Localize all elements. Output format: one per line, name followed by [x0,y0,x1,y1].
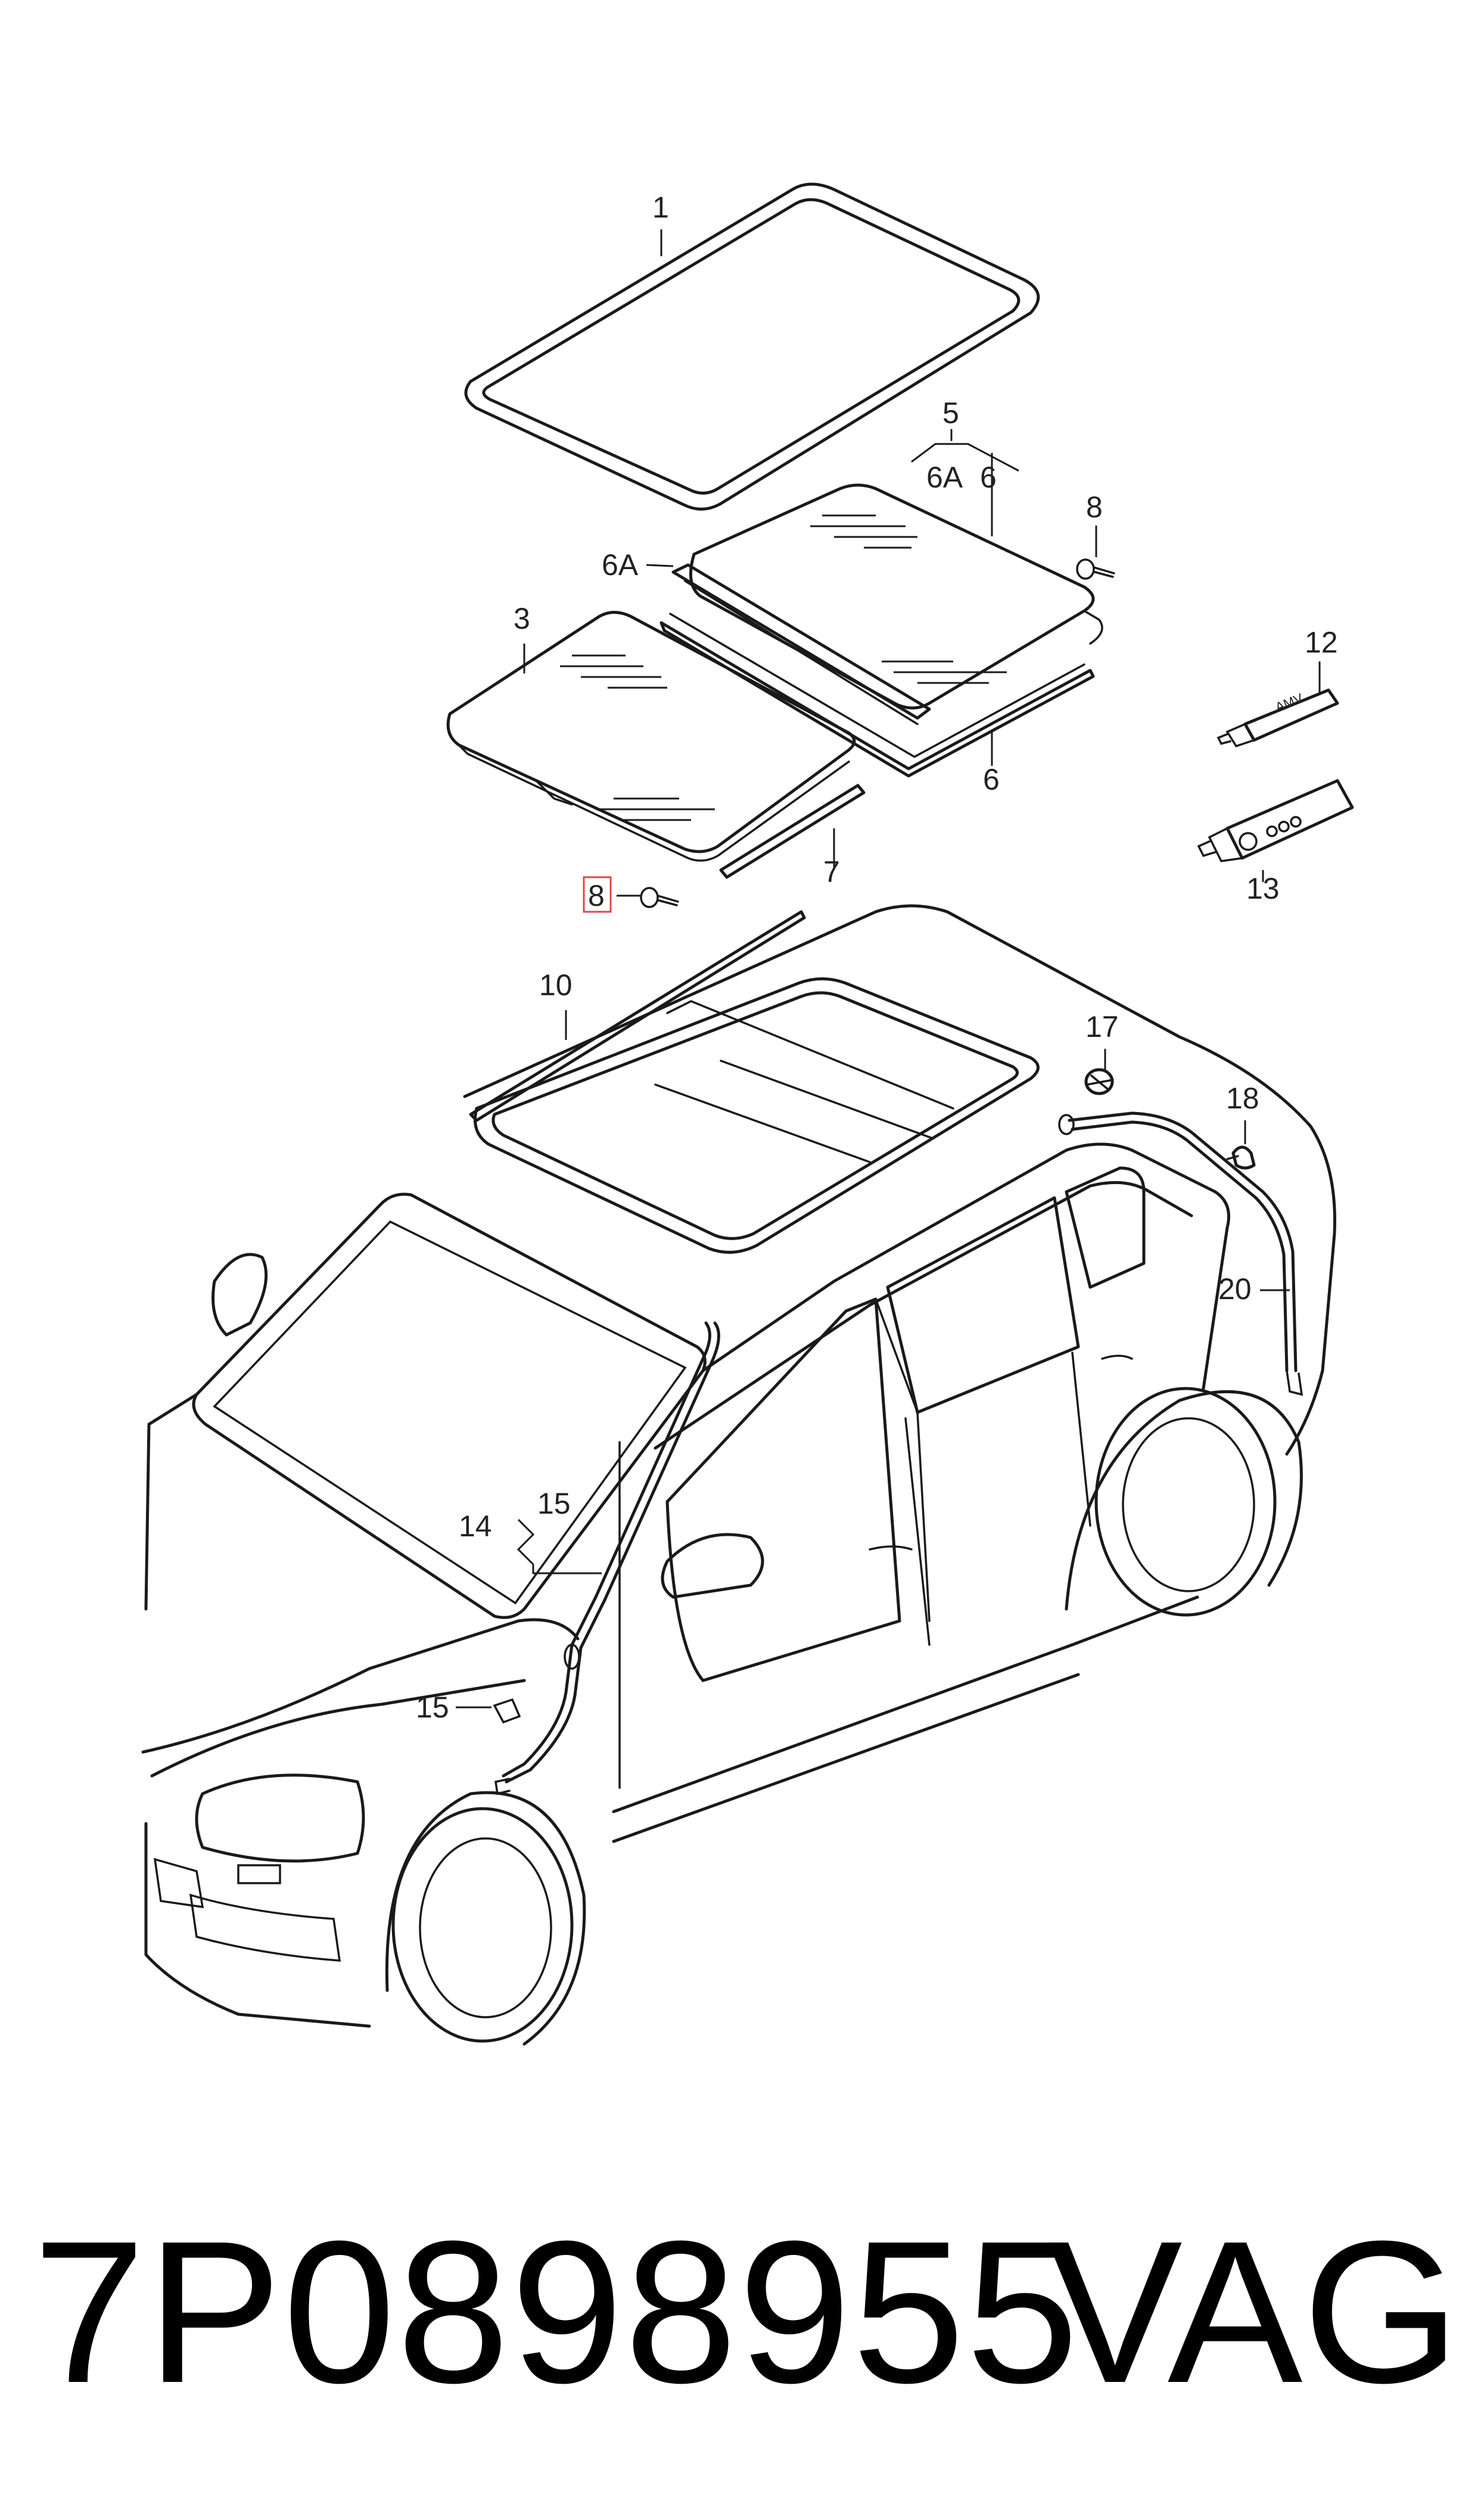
callout-3: 3 [514,602,530,635]
callout-18: 18 [1226,1082,1259,1115]
tube-icon-part-12 [1217,688,1339,748]
strip-part-7 [719,784,866,879]
footer: 7P0898955 VAG [0,2193,1484,2431]
highlight-box [583,876,612,913]
callout-15-bottom: 15 [416,1691,449,1724]
vehicle-outline [141,904,1336,2046]
seal-frame-part-1 [464,182,1040,511]
callout-20: 20 [1218,1272,1252,1306]
screw-icon [1076,558,1115,580]
clip-icon-part-17 [1084,1068,1114,1095]
callout-labels: 1 5 6A 6 8 6A 3 12 6 7 8 13 10 17 18 20 … [416,191,1338,1724]
callout-13: 13 [1246,872,1280,905]
callout-6-bottom: 6 [983,763,1000,796]
screw-icon [640,887,679,908]
callout-7: 7 [823,855,840,889]
guide-rail-part-6 [659,613,1095,778]
brand-label: VAG [1047,2199,1460,2425]
callout-10: 10 [539,968,573,1002]
clip-icon-part-18 [1226,1145,1256,1170]
callout-8-top: 8 [1086,490,1103,524]
front-glass-part-6 [689,483,1103,710]
leader-lines [456,229,1321,1709]
callout-8-highlighted: 8 [588,879,605,912]
wind-deflector-part-6a [671,563,931,725]
callout-15-top: 15 [537,1487,571,1520]
drain-hose-rear [1058,1111,1303,1396]
callout-14: 14 [459,1509,492,1543]
tube-icon-part-13 [1197,779,1354,862]
part-number: 7P0898955 [33,2199,1080,2425]
callout-6a-left: 6A [602,548,639,582]
drain-hose-front [494,1321,720,1796]
rear-glass-part-3 [446,611,856,862]
callout-6-top: 6 [980,461,997,494]
callout-5: 5 [942,396,959,430]
callout-6a-top: 6A [926,461,963,494]
callout-1: 1 [652,191,669,224]
callout-12: 12 [1305,626,1338,659]
callout-17: 17 [1085,1010,1119,1043]
tube-label: AMV [1273,690,1305,715]
drain-valve-part-15 [493,1698,521,1724]
